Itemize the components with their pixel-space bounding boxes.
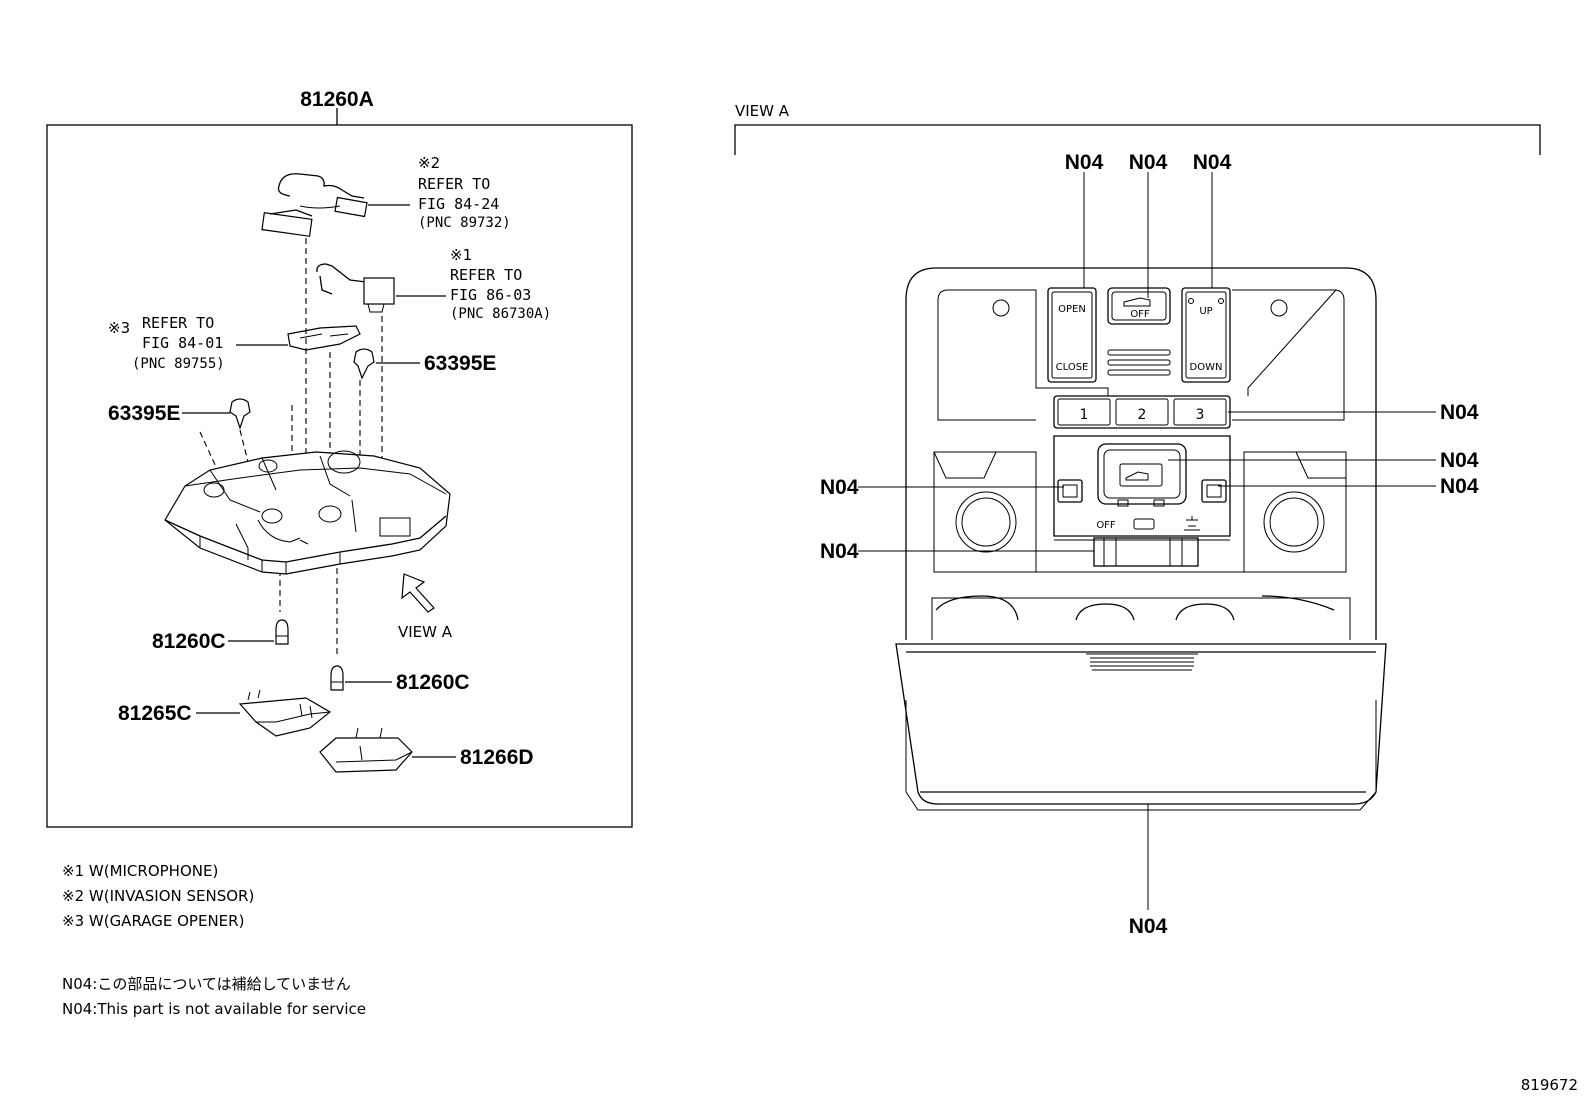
open-label: OPEN (1058, 304, 1086, 315)
homelink-button-2[interactable] (1115, 398, 1169, 426)
callout-sunglass-holder[interactable]: N04 (1129, 915, 1168, 938)
clip-63395E-left (229, 398, 251, 430)
indicator-left-icon (1188, 298, 1194, 304)
svg-text:※3: ※3 (108, 319, 130, 337)
view-a-arrow (401, 573, 435, 613)
note-1: ※1 W(MICROPHONE) (62, 862, 218, 880)
part-81265C[interactable]: 81265C (118, 702, 192, 725)
harness-invasion-sensor (261, 173, 368, 237)
exploded-assembly: 81260A ※2 REFER TO FIG 84-24 (PNC 89732)… (46, 88, 633, 828)
vent-grille (1107, 349, 1171, 376)
garage-opener-module (287, 325, 361, 351)
note-3: ※3 W(GARAGE OPENER) (62, 912, 244, 930)
up-label: UP (1199, 306, 1212, 317)
assembly-frame (46, 124, 633, 828)
callout-open-close[interactable]: N04 (1065, 151, 1104, 174)
sunroof-switch[interactable]: OPEN CLOSE (1047, 287, 1097, 383)
sunglass-holder[interactable] (895, 595, 1387, 811)
console-housing (164, 450, 451, 575)
svg-text:REFER TO: REFER TO (418, 175, 490, 193)
svg-text:FIG 86-03: FIG 86-03 (450, 286, 531, 304)
map-light-switch[interactable] (1053, 435, 1231, 537)
part-63395E-left[interactable]: 63395E (108, 402, 180, 425)
part-63395E-right[interactable]: 63395E (424, 352, 496, 375)
off-label: OFF (1130, 309, 1150, 320)
view-a-title: VIEW A (735, 102, 790, 120)
car-icon (1123, 297, 1151, 307)
close-label: CLOSE (1056, 362, 1089, 373)
dimmer-dial[interactable] (1054, 537, 1230, 567)
svg-text:※1: ※1 (450, 246, 472, 264)
bulb-81260C-right (330, 665, 344, 691)
ref-garage-opener: ※3 REFER TO FIG 84-01 (PNC 89755) (108, 314, 225, 372)
overhead-console (905, 267, 1377, 640)
note-2: ※2 W(INVASION SENSOR) (62, 887, 254, 905)
lamp-left-switch[interactable] (1057, 479, 1083, 503)
callout-dimmer[interactable]: N04 (820, 540, 859, 563)
svg-text:REFER TO: REFER TO (142, 314, 214, 332)
n04-note-en: N04:This part is not available for servi… (62, 1000, 366, 1018)
part-81260A[interactable]: 81260A (300, 88, 374, 111)
svg-text:※2: ※2 (418, 154, 440, 172)
n04-note-jp: N04:この部品については補給していません (62, 975, 351, 993)
view-a-panel: VIEW A O (734, 102, 1541, 938)
view-a-arrow-label: VIEW A (398, 623, 453, 641)
svg-text:1: 1 (1080, 407, 1089, 423)
clip-63395E-right (353, 348, 375, 380)
homelink-buttons: 1 2 3 (1053, 395, 1231, 429)
down-label: DOWN (1190, 362, 1223, 373)
harness-microphone (316, 263, 395, 313)
svg-text:(PNC 89755): (PNC 89755) (132, 356, 225, 372)
callout-sunroof-off[interactable]: N04 (1129, 151, 1168, 174)
part-81260C-right[interactable]: 81260C (396, 671, 470, 694)
tilt-switch[interactable]: UP DOWN (1181, 287, 1231, 383)
callout-left-lamp[interactable]: N04 (820, 476, 859, 499)
door-icon (1133, 518, 1155, 530)
ref-invasion-sensor: ※2 REFER TO FIG 84-24 (PNC 89732) (418, 154, 511, 231)
lamp-on-icon (1184, 516, 1200, 531)
part-81260C-left[interactable]: 81260C (152, 630, 226, 653)
callout-homelink[interactable]: N04 (1440, 401, 1479, 424)
lens-81266D (319, 727, 413, 773)
callout-map-switch[interactable]: N04 (1440, 449, 1479, 472)
svg-text:FIG 84-01: FIG 84-01 (142, 334, 223, 352)
bulb-81260C-left (275, 619, 289, 645)
footnotes: ※1 W(MICROPHONE) ※2 W(INVASION SENSOR) ※… (62, 862, 366, 1018)
n04-callouts (858, 172, 1436, 910)
door-lamp-icon (1125, 471, 1149, 481)
lamp-right-switch[interactable] (1201, 479, 1227, 503)
sunroof-off-switch[interactable]: OFF (1107, 287, 1171, 325)
callout-up-down[interactable]: N04 (1193, 151, 1232, 174)
svg-text:FIG 84-24: FIG 84-24 (418, 195, 499, 213)
svg-text:REFER TO: REFER TO (450, 266, 522, 284)
svg-text:(PNC 89732): (PNC 89732) (418, 215, 511, 231)
svg-text:(PNC 86730A): (PNC 86730A) (450, 306, 551, 322)
ref-microphone: ※1 REFER TO FIG 86-03 (PNC 86730A) (450, 246, 551, 322)
svg-text:2: 2 (1138, 407, 1147, 423)
part-81266D[interactable]: 81266D (460, 746, 534, 769)
svg-text:3: 3 (1196, 407, 1205, 423)
indicator-right-icon (1218, 298, 1224, 304)
callout-right-lamp[interactable]: N04 (1440, 475, 1479, 498)
lens-81265C (238, 689, 332, 737)
figure-id: 819672 (1521, 1076, 1578, 1094)
homelink-button-1[interactable] (1057, 398, 1111, 426)
homelink-button-3[interactable] (1173, 398, 1227, 426)
alignment-lines (199, 238, 383, 658)
lamp-off-label: OFF (1096, 520, 1116, 531)
